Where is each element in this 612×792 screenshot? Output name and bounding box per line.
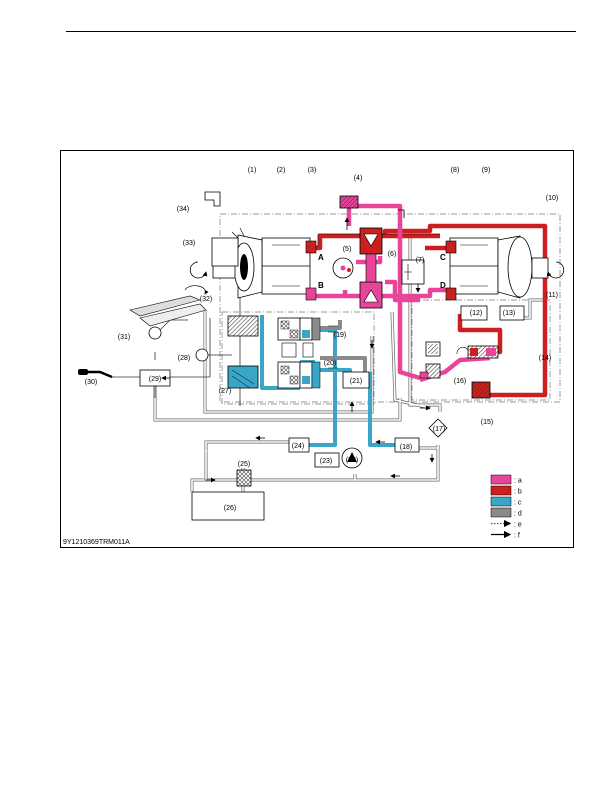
header-rule xyxy=(66,31,576,32)
callout-label: (6) xyxy=(388,251,397,258)
callout-label: (23) xyxy=(320,458,332,465)
callout-label: (31) xyxy=(118,334,130,341)
callout-label: (19) xyxy=(334,332,346,339)
callout-labels: (1) (2) (3) (4) (5) (6) (7) (8) (9) (10) (11) (12) (… xyxy=(85,167,558,512)
port-label-c: C xyxy=(440,253,446,262)
callout-label: (3) xyxy=(308,167,317,174)
callout-label: (14) xyxy=(539,355,551,362)
callout-label: (9) xyxy=(482,167,491,174)
control-valve xyxy=(332,227,425,309)
callout-label: (32) xyxy=(200,296,212,303)
callout-label: (1) xyxy=(248,167,257,174)
callout-label: (29) xyxy=(149,376,161,383)
callout-label: (27) xyxy=(219,388,231,395)
callout-label: (26) xyxy=(224,505,236,512)
port-labels: A B C D xyxy=(318,253,446,290)
callout-label: (10) xyxy=(546,195,558,202)
legend-label-d: : d xyxy=(514,511,522,518)
callout-label: (8) xyxy=(451,167,460,174)
callout-label: (12) xyxy=(470,310,482,317)
callout-label: (18) xyxy=(400,444,412,451)
callout-label: (22) xyxy=(346,457,358,464)
callout-label: (4) xyxy=(354,175,363,182)
legend-label-c: : c xyxy=(514,500,522,507)
right-wheel-assembly xyxy=(497,235,565,299)
legend-swatch-a xyxy=(490,474,512,485)
callout-label: (5) xyxy=(343,246,352,253)
callout-label: (20) xyxy=(324,360,336,367)
gray-lines xyxy=(315,320,367,372)
callout-label: (33) xyxy=(183,240,195,247)
enclosure-lines xyxy=(219,213,561,405)
legend-swatch-c xyxy=(490,496,512,507)
port-label-d: D xyxy=(440,281,446,290)
callout-label: (13) xyxy=(503,310,515,317)
right-steering-cylinder xyxy=(445,237,499,301)
left-controls xyxy=(78,191,239,387)
legend-label-b: : b xyxy=(514,489,522,496)
left-steering-cylinder xyxy=(261,237,317,301)
callout-label: (21) xyxy=(350,378,362,385)
brake-valve-group xyxy=(419,305,525,399)
diagram-frame xyxy=(60,150,574,548)
callout-label: (11) xyxy=(546,292,558,299)
legend-label-a: : a xyxy=(514,478,522,485)
pink-lines xyxy=(315,203,491,383)
relief-valve xyxy=(339,195,359,209)
callout-label: (25) xyxy=(238,461,250,468)
port-label-b: B xyxy=(318,281,324,290)
callout-label: (16) xyxy=(454,378,466,385)
callout-label: (7) xyxy=(416,257,425,264)
legend: : a : b : c : d : e : f xyxy=(490,474,522,540)
legend-label-e: : e xyxy=(514,522,522,529)
callout-label: (15) xyxy=(481,419,493,426)
hydraulic-block xyxy=(227,315,338,389)
port-label-a: A xyxy=(318,253,324,262)
callout-label: (17) xyxy=(433,426,445,433)
callout-label: (24) xyxy=(292,443,304,450)
flow-arrows xyxy=(161,284,435,483)
callout-label: (30) xyxy=(85,379,97,386)
legend-label-f: : f xyxy=(514,533,520,540)
callout-label: (28) xyxy=(178,355,190,362)
pump-group xyxy=(191,371,448,521)
legend-swatch-b xyxy=(490,485,512,496)
callout-label: (2) xyxy=(277,167,286,174)
figure-code: 9Y1210369TRM011A xyxy=(63,539,130,546)
callout-label: (34) xyxy=(177,206,189,213)
legend-swatch-d xyxy=(490,507,512,518)
